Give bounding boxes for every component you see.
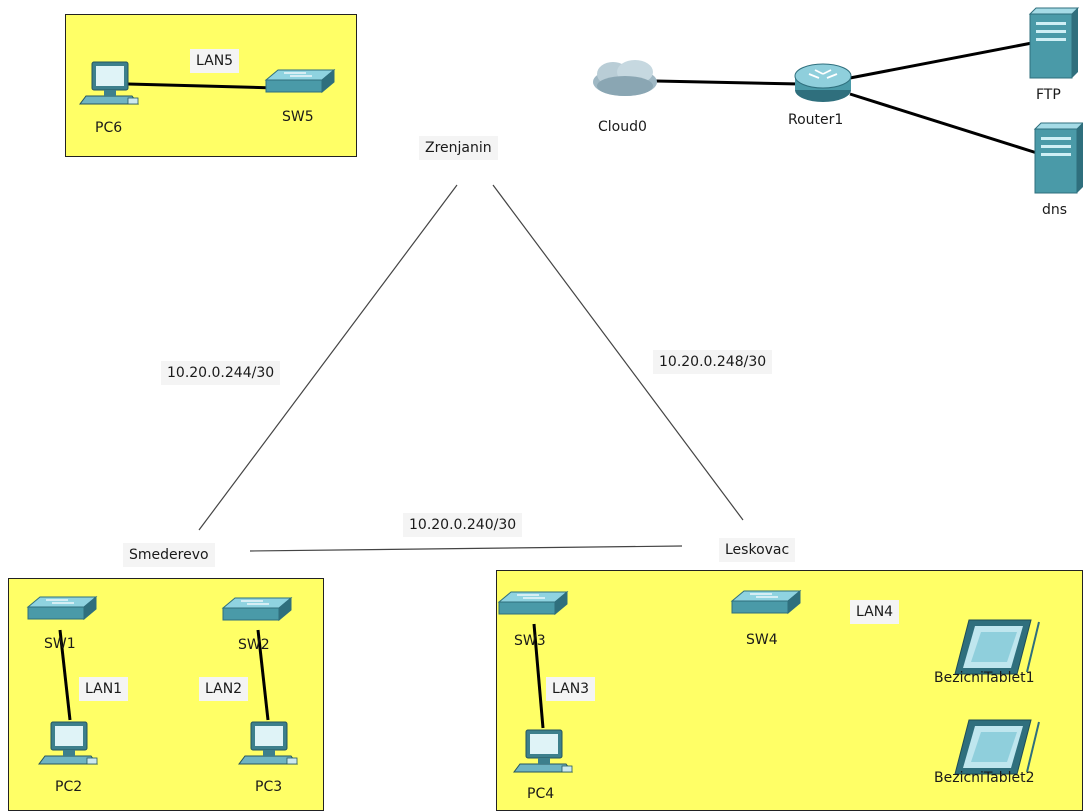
router-label-smederevo[interactable]: Smederevo (123, 543, 215, 567)
link-pc6-sw5 (127, 82, 277, 90)
device-label-cloud0: Cloud0 (598, 119, 647, 135)
device-label-sw4: SW4 (746, 632, 778, 648)
link-router1-ftp (849, 41, 1033, 80)
link-router1-dns (849, 92, 1038, 155)
device-label-router1: Router1 (788, 112, 844, 128)
sw4-icon[interactable] (731, 590, 801, 614)
subnet-label-zrenjanin-leskovac: 10.20.0.248/30 (653, 350, 773, 374)
link-cloud0-router1 (655, 79, 801, 86)
lan-label-lan5: LAN5 (190, 49, 240, 73)
cloud-icon[interactable] (593, 60, 657, 96)
pc2-icon[interactable] (38, 721, 98, 765)
lan-label-lan4: LAN4 (850, 600, 900, 624)
link-zrenjanin-smederevo (198, 184, 458, 531)
router-label-zrenjanin[interactable]: Zrenjanin (419, 136, 498, 160)
pc4-icon[interactable] (513, 729, 573, 773)
tablet2-icon[interactable] (954, 719, 1040, 775)
sw2-icon[interactable] (222, 597, 292, 621)
subnet-label-smederevo-leskovac: 10.20.0.240/30 (403, 513, 523, 537)
lan-label-lan3: LAN3 (546, 677, 596, 701)
pc3-icon[interactable] (238, 721, 298, 765)
ftp-server-icon[interactable] (1029, 7, 1079, 79)
router-label-leskovac[interactable]: Leskovac (719, 538, 796, 562)
device-label-pc3: PC3 (255, 779, 283, 795)
sw5-icon[interactable] (265, 69, 335, 93)
link-sw1-pc2 (58, 629, 72, 721)
lan-label-lan1: LAN1 (79, 677, 129, 701)
device-label-sw3: SW3 (514, 633, 546, 649)
sw3-icon[interactable] (498, 591, 568, 615)
device-label-dns: dns (1042, 202, 1068, 218)
router-icon[interactable] (794, 63, 852, 102)
dns-server-icon[interactable] (1034, 122, 1083, 194)
device-label-tablet1: BezicniTablet1 (934, 670, 1035, 686)
sw1-icon[interactable] (27, 596, 97, 620)
device-label-pc4: PC4 (527, 786, 555, 802)
link-zrenjanin-leskovac (492, 184, 744, 521)
link-sw3-pc4 (532, 623, 545, 729)
device-label-sw2: SW2 (238, 637, 270, 653)
device-label-pc2: PC2 (55, 779, 83, 795)
link-sw2-pc3 (256, 629, 270, 721)
device-label-tablet2: BezicniTablet2 (934, 770, 1035, 786)
device-label-sw5: SW5 (282, 109, 314, 125)
lan-label-lan2: LAN2 (199, 677, 249, 701)
tablet1-icon[interactable] (954, 619, 1040, 675)
link-smederevo-leskovac (249, 545, 683, 552)
device-label-ftp: FTP (1036, 87, 1061, 103)
subnet-label-zrenjanin-smederevo: 10.20.0.244/30 (161, 361, 281, 385)
device-label-pc6: PC6 (95, 120, 123, 136)
device-label-sw1: SW1 (44, 636, 76, 652)
